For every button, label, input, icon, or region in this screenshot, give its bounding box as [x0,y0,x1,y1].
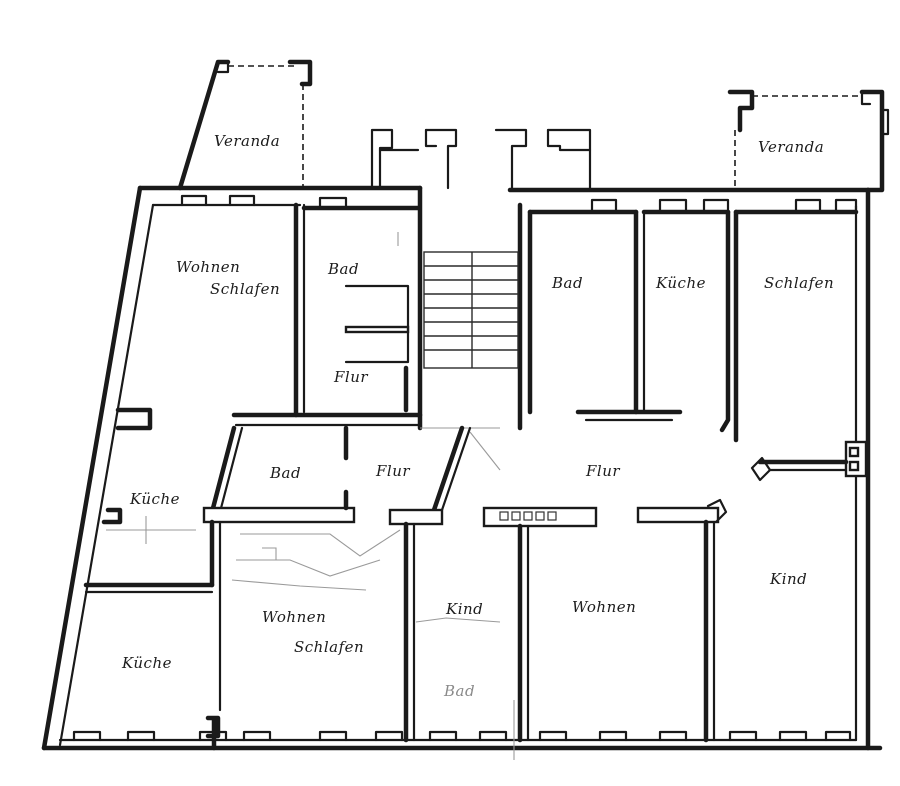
room-label-veranda-left: Veranda [214,132,280,150]
room-label-flur-middle: Flur [375,462,410,480]
room-label-kind-right: Kind [769,570,807,588]
room-label-bad-right-top: Bad [551,274,583,292]
room-label-bad-bottom: Bad [443,682,475,700]
room-label-kueche-right-top: Küche [655,274,706,292]
room-label-bad-middle: Bad [269,464,301,482]
staircase [417,185,523,471]
left-lower-walls [83,516,401,751]
room-label-flur-left-top: Flur [333,368,368,386]
right-lower-walls [403,519,716,760]
room-label-kueche-left-middle: Küche [129,490,180,508]
room-label-veranda-right: Veranda [758,138,824,156]
middle-corridor-walls [202,425,728,528]
room-label-bad-left-top: Bad [327,260,359,278]
room-label-schlafen-left-1: Schlafen [210,280,280,298]
room-label-kind-middle: Kind [445,600,483,618]
room-label-schlafen-left-2: Schlafen [294,638,364,656]
room-label-wohnen-right: Wohnen [572,598,636,616]
left-upper-walls [101,202,423,525]
outer-walls [41,185,883,751]
room-label-schlafen-right: Schlafen [764,274,834,292]
room-label-kueche-left-bottom: Küche [121,654,172,672]
veranda-left [177,59,313,191]
right-upper-walls [527,209,868,482]
room-label-wohnen-left-2: Wohnen [262,608,326,626]
veranda-right [727,89,885,193]
room-label-wohnen-left-1: Wohnen [176,258,240,276]
room-label-flur-right: Flur [585,462,620,480]
top-projections [370,128,592,192]
windows [72,108,890,742]
room-labels: Veranda Veranda Wohnen Schlafen Bad Flur… [121,132,834,700]
